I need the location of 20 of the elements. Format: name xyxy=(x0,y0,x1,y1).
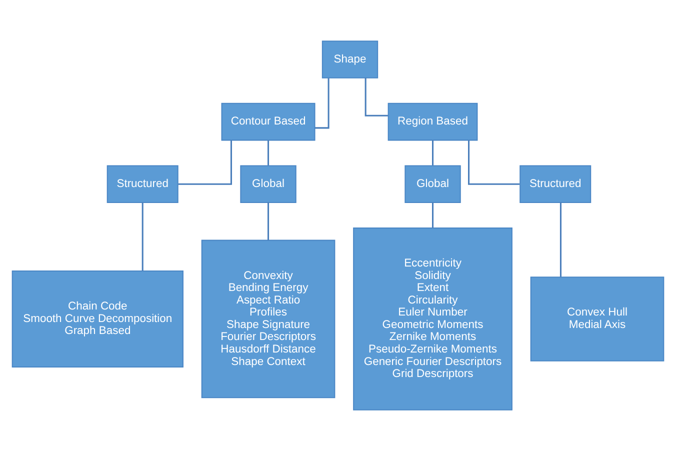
node-box: Structured xyxy=(520,165,592,204)
connector xyxy=(560,202,562,277)
connector xyxy=(178,140,232,185)
node-box: Contour Based xyxy=(221,102,316,141)
connector xyxy=(268,140,270,166)
node-box: Chain Code Smooth Curve Decomposition Graph Based xyxy=(12,270,184,368)
node-box: Shape xyxy=(322,40,378,78)
node-box: Global xyxy=(240,165,296,204)
node-box: Eccentricity Solidity Extent Circularity Euler Number Geometric Moments Zernike Moments Pseudo-Zernike Moments Generic Fourier Descriptors Grid Descriptors xyxy=(353,228,512,410)
node-box: Global xyxy=(404,165,461,204)
connector xyxy=(142,202,144,271)
connector xyxy=(364,78,388,116)
node-box: Convex Hull Medial Axis xyxy=(530,276,664,362)
node-box: Structured xyxy=(106,165,178,204)
connector xyxy=(268,202,270,240)
connector xyxy=(432,140,434,166)
connector xyxy=(468,140,520,185)
node-box: Convexity Bending Energy Aspect Ratio Profiles Shape Signature Fourier Descriptors Hausdorff Distance Shape Context xyxy=(201,240,336,398)
connector xyxy=(432,202,434,228)
node-box: Region Based xyxy=(388,102,478,141)
